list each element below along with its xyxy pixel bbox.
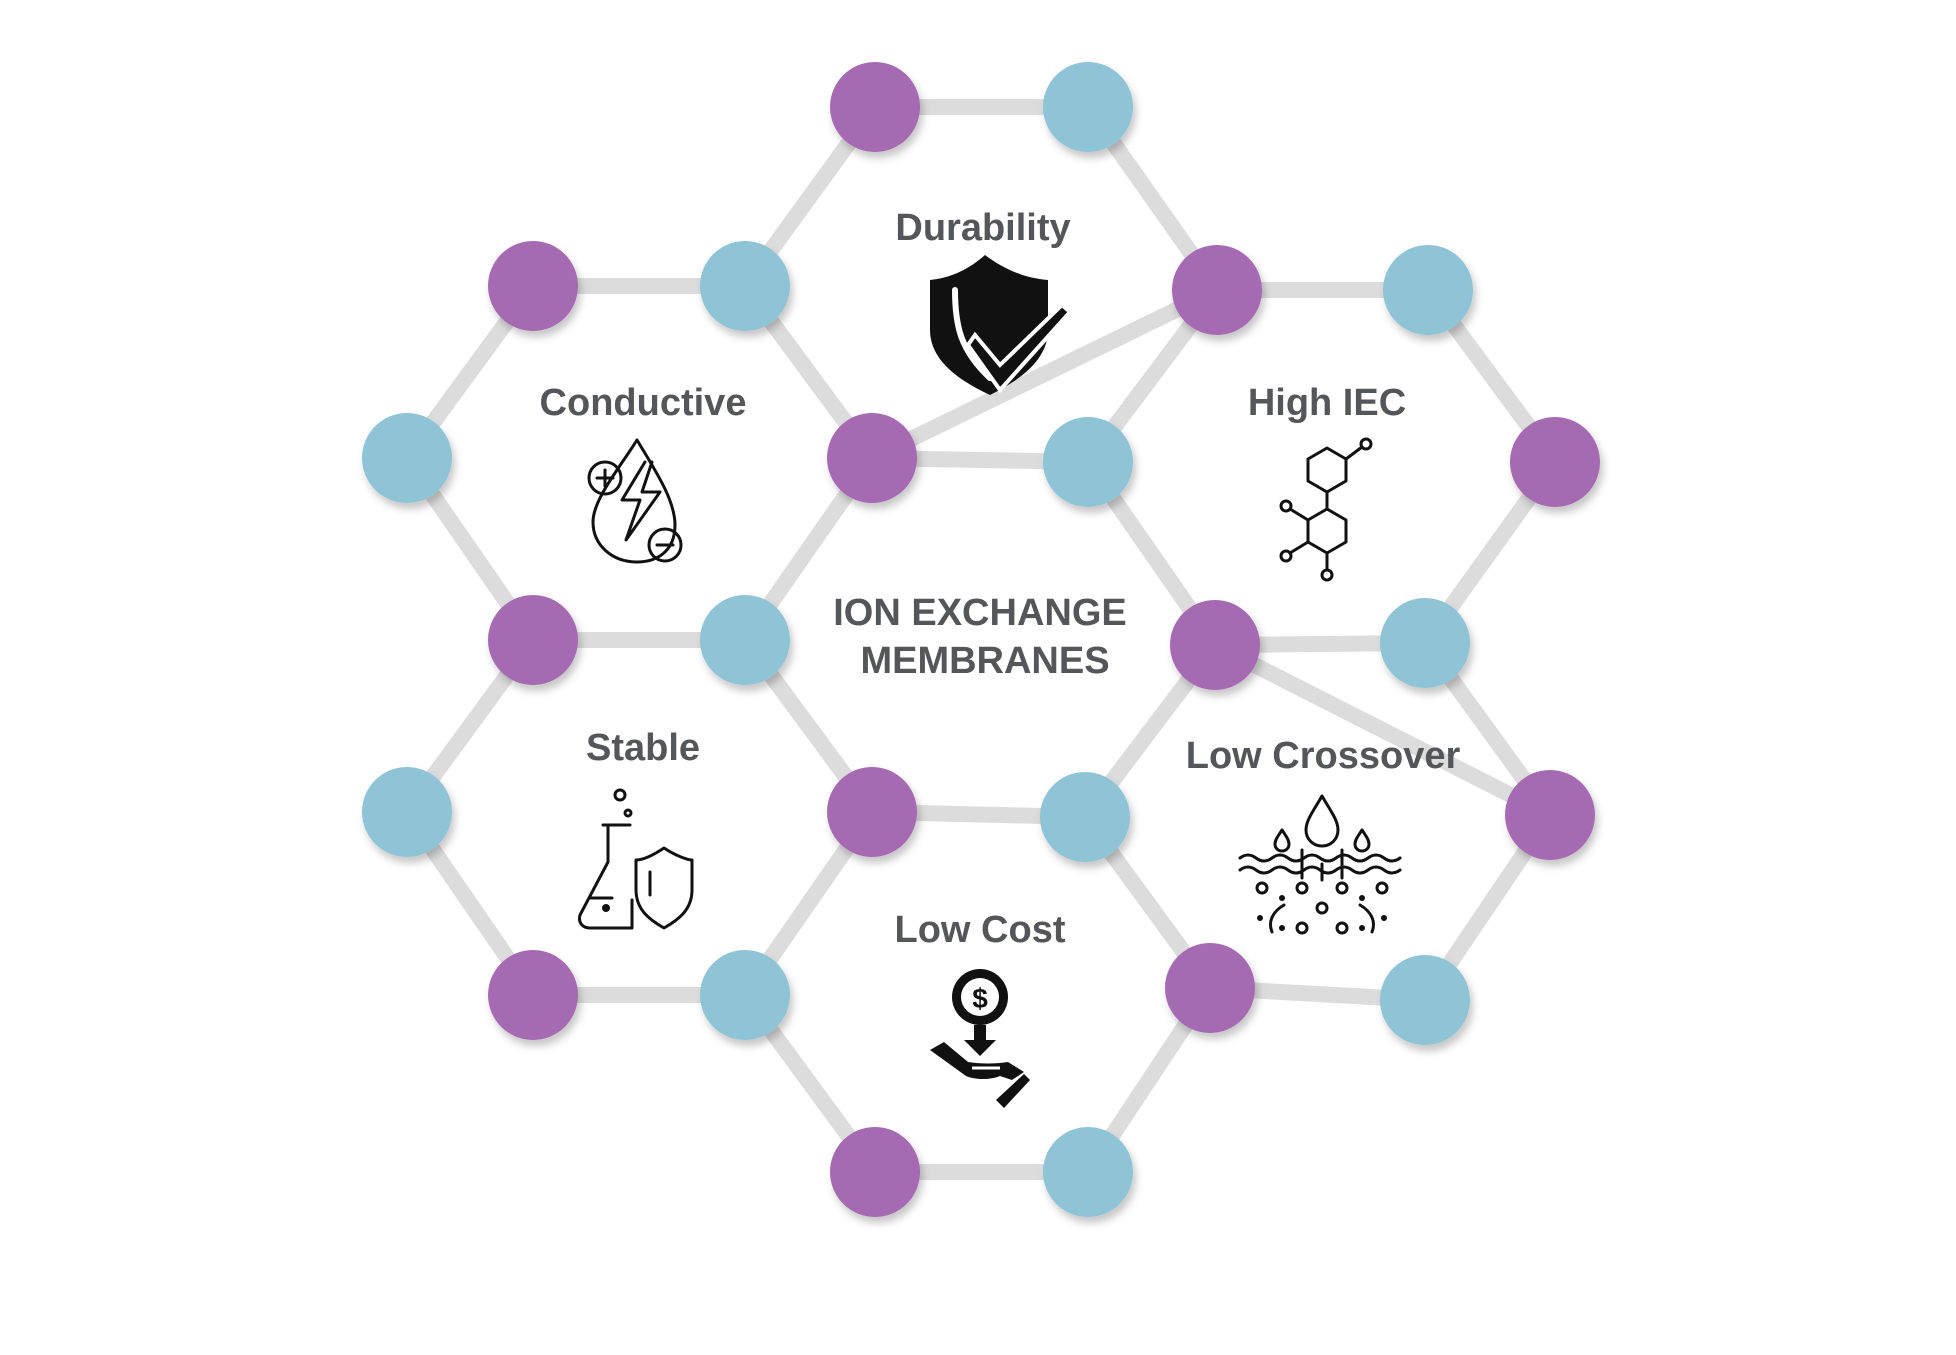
blue-atom-node	[362, 767, 452, 857]
property-conductive: Conductive	[540, 382, 747, 564]
purple-atom-node	[827, 413, 917, 503]
purple-atom-node	[827, 767, 917, 857]
property-label-conductive: Conductive	[540, 382, 747, 424]
blue-atom-node	[1040, 772, 1130, 862]
blue-atom-node	[1380, 598, 1470, 688]
property-durability: Durability	[895, 207, 1073, 395]
purple-atom-node	[1170, 600, 1260, 690]
charged-drop-icon	[587, 438, 683, 564]
property-label-low-crossover: Low Crossover	[1186, 735, 1461, 777]
atom-nodes	[362, 62, 1600, 1217]
blue-atom-node	[1383, 245, 1473, 335]
blue-atom-node	[700, 241, 790, 331]
purple-atom-node	[488, 241, 578, 331]
blue-atom-node	[1043, 1127, 1133, 1217]
blue-atom-node	[1380, 955, 1470, 1045]
purple-atom-node	[830, 1127, 920, 1217]
property-label-low-cost: Low Cost	[895, 909, 1066, 951]
bond-edge	[1207, 637, 1558, 823]
center-title: ION EXCHANGE MEMBRANES	[833, 592, 1126, 682]
purple-atom-node	[1510, 417, 1600, 507]
property-stable: Stable	[578, 727, 700, 930]
property-label-durability: Durability	[895, 207, 1070, 249]
center-title-line-1: ION EXCHANGE	[833, 592, 1126, 634]
purple-atom-node	[488, 950, 578, 1040]
svg-text:$: $	[972, 983, 988, 1014]
purple-atom-node	[488, 595, 578, 685]
property-label-high-iec: High IEC	[1248, 382, 1406, 424]
blue-atom-node	[1043, 417, 1133, 507]
blue-atom-node	[1043, 62, 1133, 152]
purple-atom-node	[1172, 245, 1262, 335]
property-label-stable: Stable	[586, 727, 700, 769]
hand-coin-icon: $	[930, 969, 1030, 1108]
blue-atom-node	[700, 595, 790, 685]
property-low-crossover: Low Crossover	[1186, 735, 1461, 935]
bond-edge	[864, 282, 1225, 466]
molecule-icon	[1279, 437, 1373, 582]
property-high-iec: High IEC	[1248, 382, 1406, 582]
purple-atom-node	[830, 62, 920, 152]
purple-atom-node	[1165, 943, 1255, 1033]
flask-shield-icon	[578, 788, 694, 930]
property-low-cost: Low Cost $	[895, 909, 1066, 1108]
blue-atom-node	[700, 950, 790, 1040]
purple-atom-node	[1505, 770, 1595, 860]
shield-check-icon	[930, 255, 1073, 395]
membrane-permeation-icon	[1238, 794, 1402, 935]
blue-atom-node	[362, 413, 452, 503]
center-title-line-2: MEMBRANES	[860, 640, 1109, 682]
